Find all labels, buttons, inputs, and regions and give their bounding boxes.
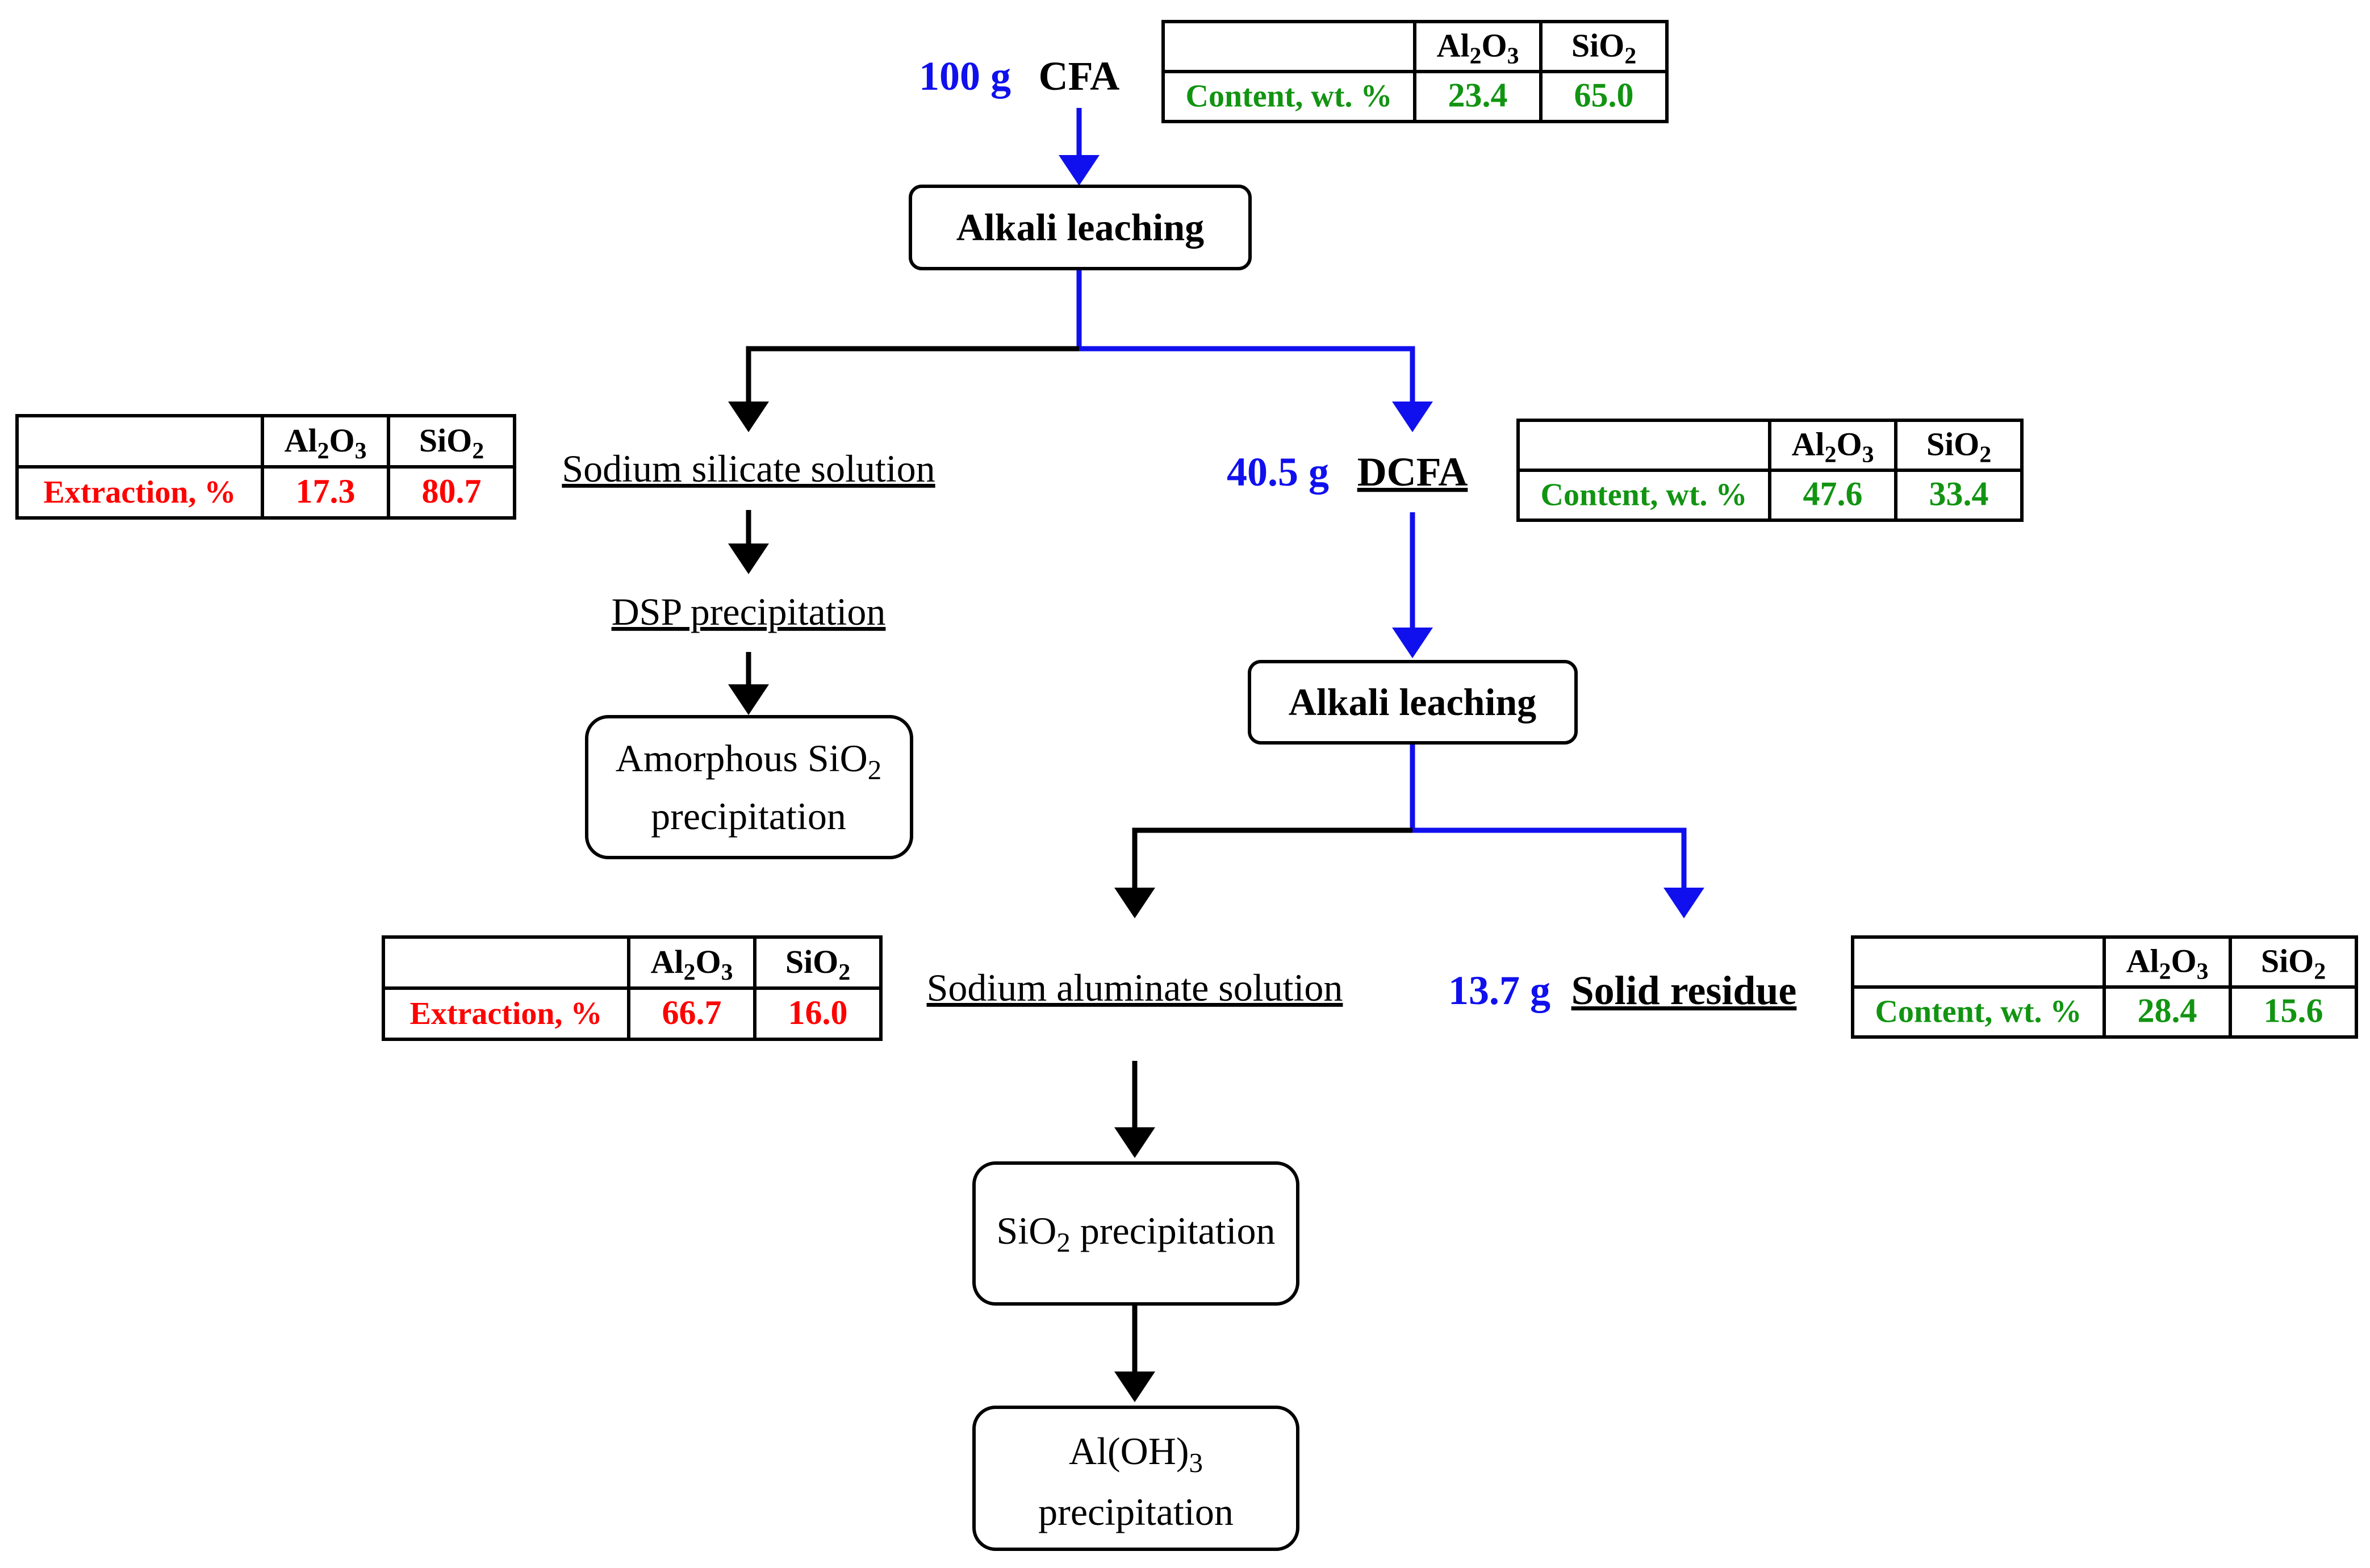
col-header-al2o3: Al2O3 bbox=[285, 422, 367, 464]
aloh3-line2: precipitation bbox=[1038, 1490, 1234, 1533]
value-sio2: 80.7 bbox=[422, 473, 482, 510]
aloh3-line1: Al(OH)3 bbox=[1069, 1429, 1203, 1478]
residue-label: Solid residue bbox=[1571, 968, 1797, 1013]
col-header-al2o3: Al2O3 bbox=[651, 943, 733, 985]
arrow-to-silicate bbox=[728, 346, 1079, 432]
cfa-mass: 100 g bbox=[919, 53, 1011, 99]
alkali-leaching-label-1: Alkali leaching bbox=[956, 206, 1204, 249]
col-header-sio2: SiO2 bbox=[785, 943, 850, 985]
connectors bbox=[728, 108, 1704, 1402]
sio2-precipitation-box bbox=[972, 1161, 1299, 1306]
alkali-leaching-box-1 bbox=[909, 185, 1252, 270]
value-sio2: 65.0 bbox=[1574, 77, 1634, 114]
dsp-precipitation: DSP precipitation bbox=[612, 590, 886, 633]
col-header-sio2: SiO2 bbox=[1926, 426, 1991, 468]
arrow-to-dcfa bbox=[1079, 346, 1433, 432]
alkali-leaching-box-2 bbox=[1248, 660, 1578, 745]
value-sio2: 15.6 bbox=[2264, 992, 2323, 1030]
value-sio2: 16.0 bbox=[788, 994, 848, 1031]
row-label: Extraction, % bbox=[43, 475, 236, 510]
col-header-sio2: SiO2 bbox=[1571, 27, 1636, 69]
amorphous-sio2-line1: Amorphous SiO2 bbox=[616, 737, 881, 785]
residue-mass: 13.7 g bbox=[1448, 968, 1550, 1013]
col-header-sio2: SiO2 bbox=[419, 422, 484, 464]
arrow-to-residue bbox=[1412, 827, 1704, 918]
value-sio2: 33.4 bbox=[1929, 475, 1989, 513]
row-label: Extraction, % bbox=[409, 996, 602, 1031]
col-header-al2o3: Al2O3 bbox=[1792, 426, 1874, 468]
row-label: Content, wt. % bbox=[1875, 994, 2082, 1030]
aloh3-precipitation-box bbox=[972, 1406, 1299, 1551]
value-al2o3: 23.4 bbox=[1448, 77, 1508, 114]
col-header-al2o3: Al2O3 bbox=[1437, 27, 1519, 69]
sio2-precipitation-label: SiO2 precipitation bbox=[997, 1209, 1276, 1258]
value-al2o3: 17.3 bbox=[296, 473, 356, 510]
dcfa-label: DCFA bbox=[1357, 449, 1468, 495]
dcfa-mass: 40.5 g bbox=[1227, 449, 1329, 495]
value-al2o3: 47.6 bbox=[1803, 475, 1863, 513]
value-al2o3: 66.7 bbox=[662, 994, 722, 1031]
arrow-to-aluminate bbox=[1114, 827, 1412, 918]
alkali-leaching-label-2: Alkali leaching bbox=[1289, 680, 1536, 724]
row-label: Content, wt. % bbox=[1541, 478, 1748, 513]
cfa-label: CFA bbox=[1039, 53, 1120, 99]
col-header-al2o3: Al2O3 bbox=[2126, 943, 2209, 985]
row-label: Content, wt. % bbox=[1186, 79, 1393, 114]
amorphous-sio2-line2: precipitation bbox=[651, 795, 846, 838]
amorphous-sio2-box bbox=[585, 715, 913, 859]
sodium-aluminate-solution: Sodium aluminate solution bbox=[927, 966, 1343, 1009]
col-header-sio2: SiO2 bbox=[2261, 943, 2326, 985]
sodium-silicate-solution: Sodium silicate solution bbox=[562, 447, 935, 490]
value-al2o3: 28.4 bbox=[2138, 992, 2197, 1030]
